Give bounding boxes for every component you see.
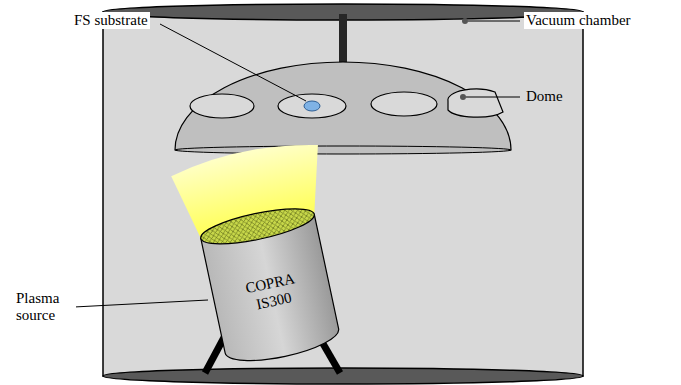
part-label: FS substrate: [72, 12, 150, 29]
part-label: Vacuum chamber: [524, 12, 633, 29]
leader-line: [466, 97, 520, 98]
fs-substrate: [304, 101, 320, 111]
dome-rim: [175, 146, 511, 154]
leader-line: [468, 21, 520, 22]
substrate-holder: [278, 94, 346, 118]
substrate-holder: [371, 92, 437, 116]
dome: [175, 62, 511, 150]
chamber-bottom: [103, 368, 583, 384]
dome-rod: [339, 14, 347, 64]
chamber-wall: [103, 12, 583, 376]
part-label: Dome: [524, 88, 565, 105]
substrate-holder: [448, 89, 503, 117]
substrate-holder: [190, 94, 254, 118]
leader-line: [74, 300, 208, 307]
part-label: Plasma source: [14, 290, 76, 324]
source-grid: [198, 202, 317, 252]
leader-dot: [462, 18, 468, 24]
leader-dot: [460, 94, 466, 100]
leader-line: [160, 24, 306, 101]
